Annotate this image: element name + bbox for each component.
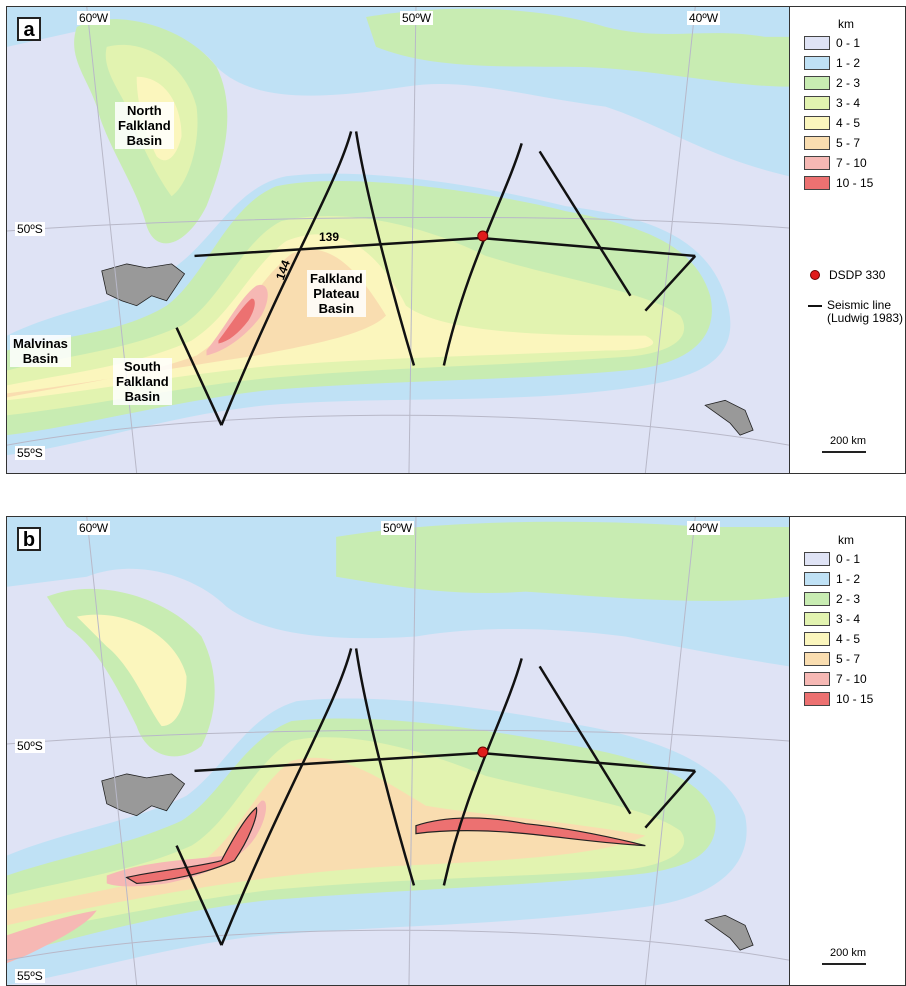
legend-b: km 0 - 1 1 - 2 2 - 3 3 - 4 4 - 5 5 - 7 7…: [790, 516, 906, 986]
legend-row-10-15: 10 - 15: [804, 691, 873, 707]
lon-label-40w: 40ºW: [687, 521, 721, 535]
legend-swatch: [804, 652, 830, 666]
sediment-thickness-map-b: b 60ºW 50ºW 40ºW 50ºS 55ºS: [6, 516, 790, 986]
lon-label-60w: 60ºW: [77, 11, 111, 25]
legend-row-dsdp: DSDP 330: [804, 267, 885, 283]
lat-label-50s: 50ºS: [15, 739, 45, 753]
legend-row-0-1: 0 - 1: [804, 35, 860, 51]
legend-swatch: [804, 612, 830, 626]
basin-label-malvinas: Malvinas Basin: [10, 335, 71, 367]
map-panel-a: a 60ºW 50ºW 40ºW 50ºS 55ºS North Falklan…: [6, 6, 906, 474]
lon-label-50w: 50ºW: [381, 521, 415, 535]
legend-row-2-3: 2 - 3: [804, 591, 860, 607]
basin-label-south-falkland: South Falkland Basin: [113, 358, 172, 405]
legend-swatch: [804, 176, 830, 190]
legend-a: km 0 - 1 1 - 2 2 - 3 3 - 4 4 - 5 5 - 7 7…: [790, 6, 906, 474]
legend-row-5-7: 5 - 7: [804, 651, 860, 667]
scale-bar-a: [822, 451, 866, 453]
dsdp-marker-icon: [810, 270, 820, 280]
scale-bar-b: [822, 963, 866, 965]
legend-swatch: [804, 672, 830, 686]
legend-swatch: [804, 136, 830, 150]
contour-label-139: 139: [319, 230, 340, 244]
map-panel-b: b 60ºW 50ºW 40ºW 50ºS 55ºS km 0 - 1 1 - …: [6, 516, 906, 986]
legend-swatch: [804, 76, 830, 90]
legend-unit: km: [838, 17, 854, 31]
sediment-thickness-map-a: a 60ºW 50ºW 40ºW 50ºS 55ºS North Falklan…: [6, 6, 790, 474]
seismic-line-icon: [808, 305, 822, 307]
legend-row-10-15: 10 - 15: [804, 175, 873, 191]
lat-label-55s: 55ºS: [15, 969, 45, 983]
legend-row-2-3: 2 - 3: [804, 75, 860, 91]
legend-swatch: [804, 552, 830, 566]
legend-swatch: [804, 96, 830, 110]
legend-swatch: [804, 592, 830, 606]
legend-row-3-4: 3 - 4: [804, 611, 860, 627]
legend-row-1-2: 1 - 2: [804, 55, 860, 71]
legend-unit: km: [838, 533, 854, 547]
legend-row-4-5: 4 - 5: [804, 115, 860, 131]
legend-row-1-2: 1 - 2: [804, 571, 860, 587]
basin-label-north-falkland: North Falkland Basin: [115, 102, 174, 149]
map-canvas-b: [7, 517, 789, 985]
legend-swatch: [804, 692, 830, 706]
legend-swatch: [804, 632, 830, 646]
legend-swatch: [804, 36, 830, 50]
scale-label-a: 200 km: [830, 435, 867, 447]
lat-label-50s: 50ºS: [15, 222, 45, 236]
lon-label-40w: 40ºW: [687, 11, 721, 25]
lon-label-50w: 50ºW: [400, 11, 434, 25]
lat-label-55s: 55ºS: [15, 446, 45, 460]
lon-label-60w: 60ºW: [77, 521, 111, 535]
legend-row-7-10: 7 - 10: [804, 671, 867, 687]
legend-row-seismic: Seismic line(Ludwig 1983): [804, 299, 903, 329]
basin-label-falkland-plateau: Falkland Plateau Basin: [307, 270, 366, 317]
legend-swatch: [804, 116, 830, 130]
legend-row-7-10: 7 - 10: [804, 155, 867, 171]
scale-label-b: 200 km: [830, 947, 867, 959]
legend-swatch: [804, 56, 830, 70]
legend-row-4-5: 4 - 5: [804, 631, 860, 647]
legend-swatch: [804, 572, 830, 586]
panel-letter-b: b: [17, 527, 41, 551]
panel-letter-a: a: [17, 17, 41, 41]
legend-row-3-4: 3 - 4: [804, 95, 860, 111]
legend-swatch: [804, 156, 830, 170]
legend-row-0-1: 0 - 1: [804, 551, 860, 567]
legend-row-5-7: 5 - 7: [804, 135, 860, 151]
